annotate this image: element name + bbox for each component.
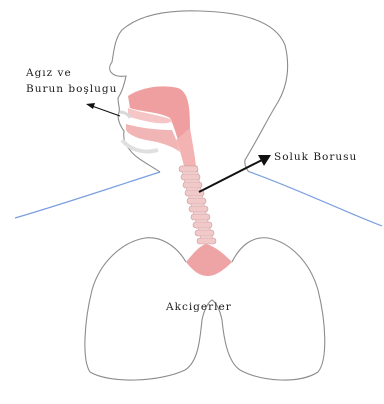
shoulder-line-left [15, 172, 160, 218]
chin [122, 140, 158, 152]
arrow-mouth-nose [86, 103, 120, 116]
bronchi [186, 244, 232, 276]
label-trachea: Soluk Borusu [274, 150, 357, 165]
label-mouth-nose-line1: Agız ve [26, 66, 72, 81]
shoulder-line-right [250, 172, 382, 226]
label-lungs: Akcigerler [166, 300, 232, 315]
trachea [179, 166, 216, 244]
arrow-trachea [199, 155, 271, 192]
label-mouth-nose-line2: Burun boşlugu [26, 82, 117, 97]
